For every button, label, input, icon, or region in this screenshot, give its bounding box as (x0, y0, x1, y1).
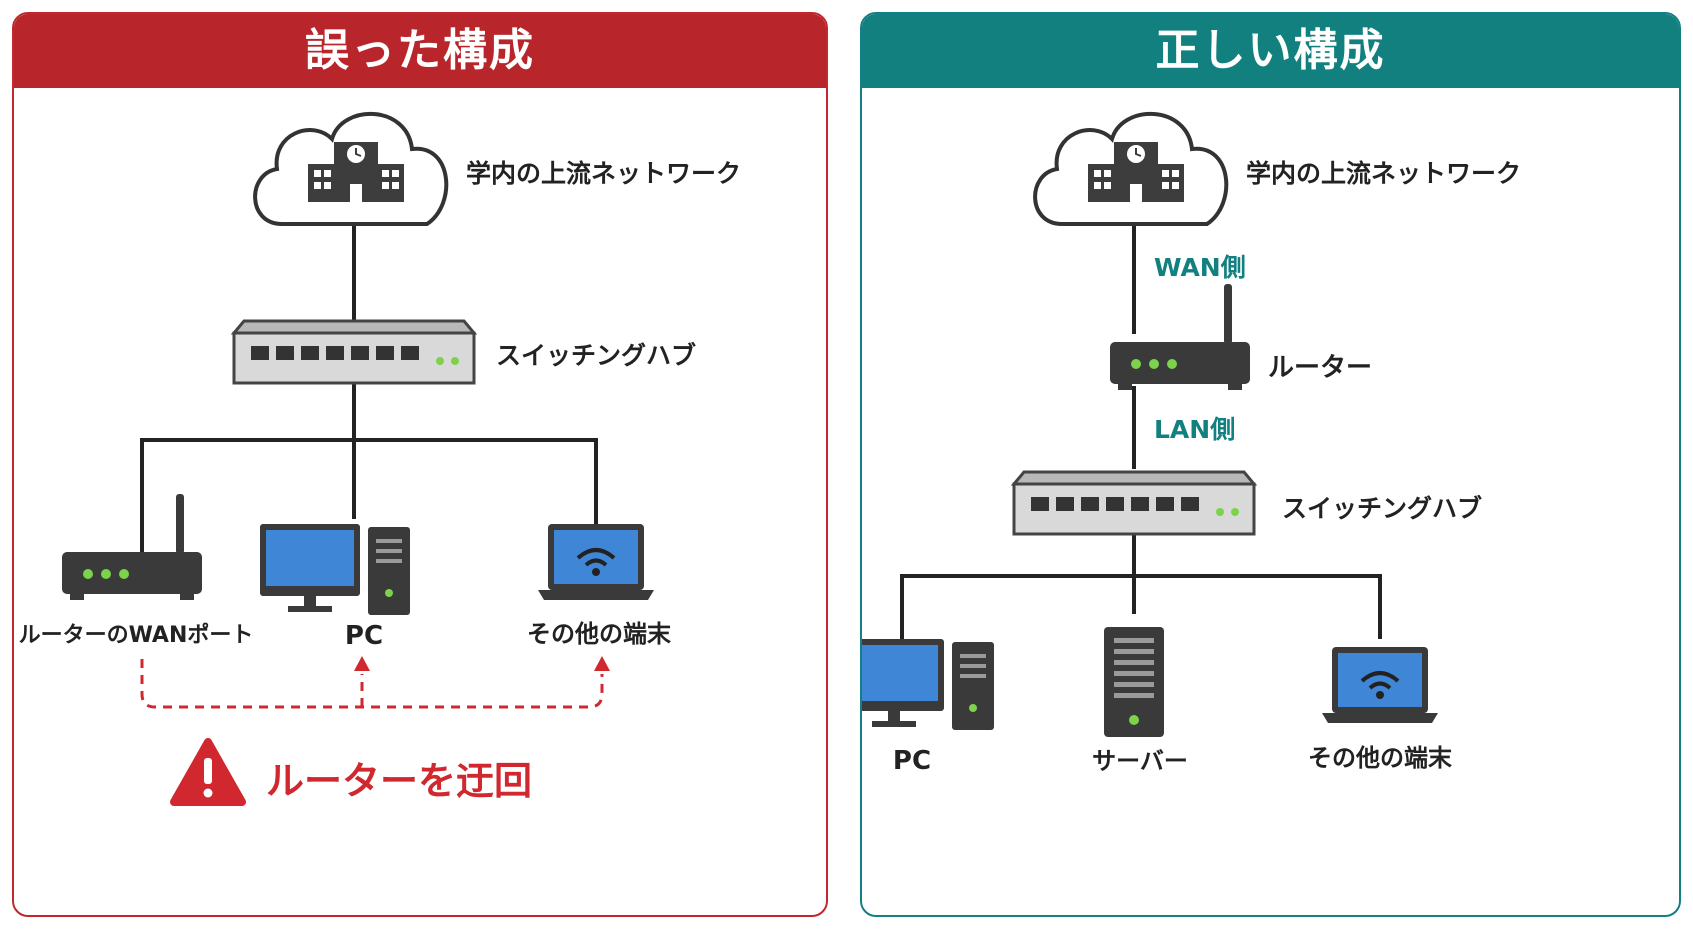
other-device-label: その他の端末 (1308, 744, 1453, 772)
warning-text: ルーターを迂回 (266, 759, 532, 803)
upstream-label: 学内の上流ネットワーク (1246, 159, 1521, 188)
wrong-config-diagram: 学内の上流ネットワーク スイッチングハブ ルーターのWANポート PC その他の… (19, 111, 741, 806)
router-icon (62, 494, 202, 600)
upstream-cloud-icon (1033, 111, 1229, 226)
pc-label: PC (345, 621, 383, 651)
router-wan-label: ルーターのWANポート (19, 622, 254, 648)
lan-side-label: LAN側 (1154, 415, 1235, 444)
bypass-path (140, 659, 604, 709)
laptop-icon (1320, 645, 1440, 725)
server-label: サーバー (1092, 747, 1188, 775)
wan-side-label: WAN側 (1154, 253, 1246, 282)
switching-hub-icon (232, 319, 476, 385)
wrong-links (140, 214, 598, 554)
pc-icon (862, 639, 994, 730)
arrow-to-pc (354, 656, 370, 671)
switch-label: スイッチングハブ (496, 341, 696, 370)
warning-icon (170, 738, 246, 806)
correct-links (900, 214, 1382, 639)
pc-label: PC (893, 746, 931, 776)
switching-hub-icon (1012, 470, 1256, 536)
arrow-to-other (594, 656, 610, 671)
correct-config-title: 正しい構成 (862, 14, 1679, 88)
laptop-icon (536, 522, 656, 602)
server-icon (1104, 627, 1164, 737)
correct-config-diagram: 学内の上流ネットワーク WAN側 ルーター LAN側 スイッチングハブ PC サ… (862, 111, 1521, 776)
wrong-config-title: 誤った構成 (14, 14, 826, 88)
switch-label: スイッチングハブ (1282, 494, 1482, 523)
correct-config-panel: 正しい構成 学内の上流ネットワーク WAN側 ルーター LAN側 スイッチングハ… (860, 12, 1681, 917)
router-icon (1110, 284, 1250, 390)
other-device-label: その他の端末 (527, 620, 672, 648)
pc-icon (260, 524, 410, 615)
upstream-cloud-icon (253, 111, 449, 226)
router-label: ルーター (1268, 353, 1372, 383)
upstream-label: 学内の上流ネットワーク (466, 159, 741, 188)
wrong-config-panel: 誤った構成 学内の上流ネットワーク スイッチングハブ ルーターのWANポート P… (12, 12, 828, 917)
